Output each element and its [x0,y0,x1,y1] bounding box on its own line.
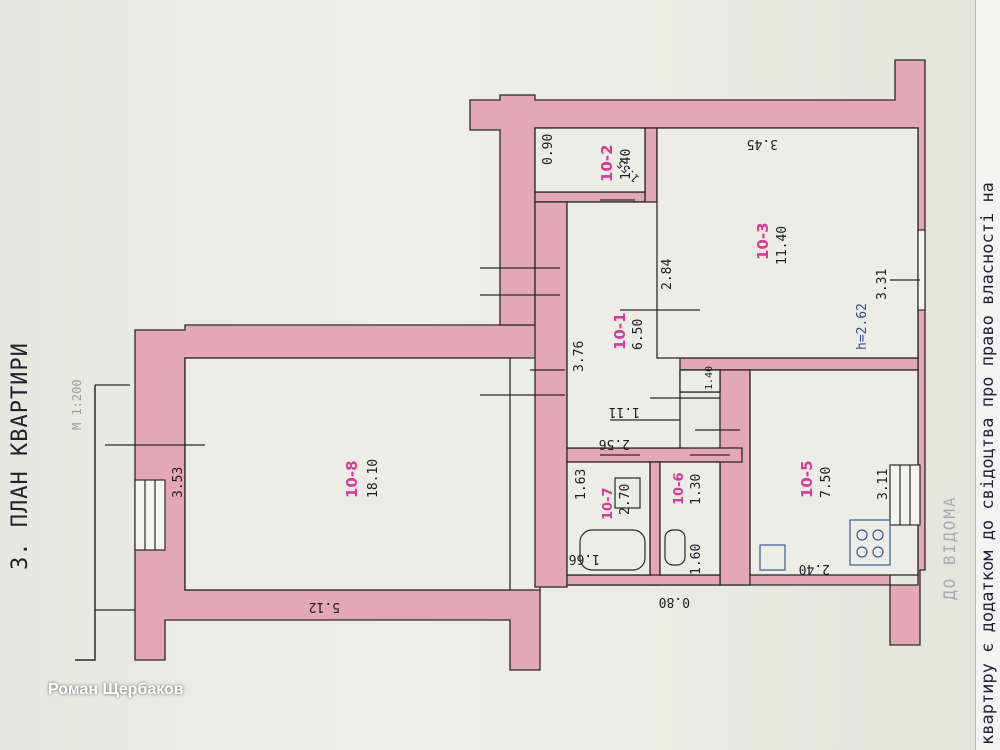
room-10-6 [659,461,721,576]
dim-166: 1.66 [569,551,600,566]
room-10-1-area: 6.50 [631,319,646,350]
height-note: h=2.62 [855,303,870,350]
dim-256: 2.56 [599,436,630,451]
dim-353: 3.53 [171,467,186,498]
dim-111: 1.11 [609,404,640,419]
room-10-6-id: 10-6 [672,472,687,505]
room-10-5-area: 7.50 [819,467,834,498]
room-10-5-id: 10-5 [798,460,816,498]
dim-080: 0.80 [659,594,690,609]
dim-512: 5.12 [309,599,340,614]
watermark: Роман Щербаков [48,681,184,698]
room-10-3-area: 11.40 [775,226,790,265]
dim-311: 3.11 [876,469,891,500]
adjacent-page-edge [975,0,1000,750]
room-10-2 [534,127,646,193]
dim-376: 3.76 [572,341,587,372]
room-10-7-id: 10-7 [601,487,616,520]
dim-284: 2.84 [660,259,675,290]
room-10-8 [184,357,511,591]
room-10-3 [656,127,919,359]
room-10-8-id: 10-8 [343,460,361,498]
dim-331: 3.31 [875,269,890,300]
room-10-2-area: 1.40 [619,149,634,180]
room-10-7-area: 2.70 [618,484,633,515]
room-10-7 [566,461,651,576]
dim-345: 3.45 [747,136,778,151]
room-10-2-id: 10-2 [598,144,616,182]
room-10-8-area: 18.10 [366,459,381,498]
dim-090: 0.90 [541,134,556,165]
dim-163: 1.63 [574,469,589,500]
room-10-4 [679,369,721,393]
dim-160: 1.60 [689,544,704,575]
room-10-4-area: 1.40 [704,366,715,390]
room-10-6-area: 1.30 [689,474,704,505]
room-10-3-id: 10-3 [754,222,772,260]
dim-240: 2.40 [799,561,830,576]
room-10-1-id: 10-1 [611,312,629,350]
